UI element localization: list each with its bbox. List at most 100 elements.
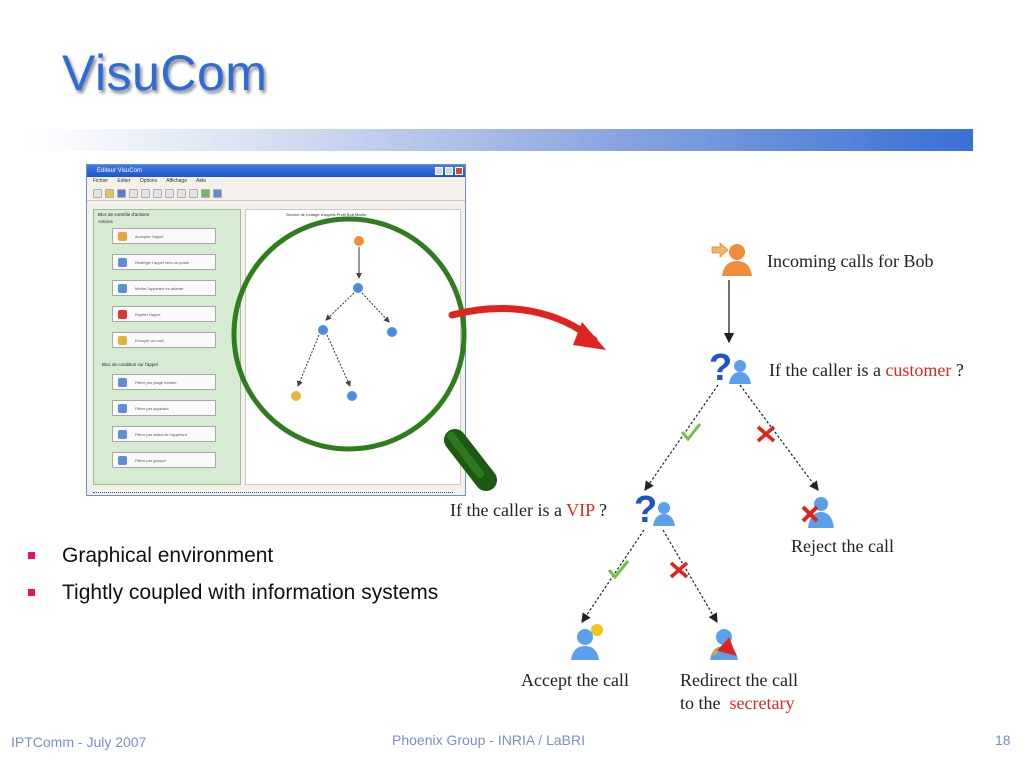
palette2-title: Bloc de condition sur l'appel bbox=[102, 362, 158, 367]
svg-text:?: ? bbox=[634, 489, 657, 531]
palette-item-label: Filtrer par plage horaire bbox=[135, 380, 177, 385]
palette-item-label: Filtrer par appelant bbox=[135, 406, 169, 411]
group-icon bbox=[118, 456, 127, 465]
palette-item-label: Rejeter l'appel bbox=[135, 312, 161, 317]
palette-item: Rediriger l'appel vers un poste bbox=[112, 254, 216, 270]
cross-icon bbox=[669, 561, 689, 579]
menu-item: Editer bbox=[117, 178, 131, 184]
reject-call-icon bbox=[801, 497, 834, 528]
bullet-text: Graphical environment bbox=[62, 544, 274, 567]
new-icon bbox=[93, 188, 102, 198]
decision-tree: ? ? bbox=[571, 242, 834, 660]
canvas-header: Service de routage d'appels Profil Bob M… bbox=[286, 212, 367, 217]
window-toolbar bbox=[87, 186, 465, 201]
bullet-square-icon bbox=[28, 589, 35, 596]
condition-highlight: customer bbox=[885, 360, 952, 380]
caller-question-icon: ? bbox=[709, 347, 751, 389]
redirect-icon bbox=[118, 258, 127, 267]
status-question-icon bbox=[118, 430, 127, 439]
mini-person-icon bbox=[354, 236, 364, 246]
palette-subtitle: Actions bbox=[98, 219, 113, 224]
redo-icon bbox=[141, 188, 150, 198]
condition-text: If the caller is a bbox=[769, 360, 886, 380]
mini-decision-tree bbox=[291, 236, 397, 401]
mail-icon bbox=[118, 336, 127, 345]
condition-text: If the caller is a bbox=[450, 500, 567, 520]
open-icon bbox=[105, 188, 114, 198]
condition-suffix: ? bbox=[951, 360, 964, 380]
palette-item: Accepter l'appel bbox=[112, 228, 216, 244]
check-icon bbox=[607, 560, 630, 580]
palette-item: Filtrer par statut de l'appelant bbox=[112, 426, 216, 442]
palette-item-label: Mettre l'appelant en attente bbox=[135, 286, 184, 291]
mini-question-icon bbox=[318, 325, 328, 335]
link-icon bbox=[189, 188, 198, 198]
svg-text:?: ? bbox=[709, 347, 732, 389]
slide-title: VisuCom bbox=[62, 45, 268, 101]
incoming-calls-label: Incoming calls for Bob bbox=[767, 251, 934, 271]
mini-redirect-icon bbox=[347, 391, 357, 401]
palette-item: Filtrer par plage horaire bbox=[112, 374, 216, 390]
palette-item-label: Rediriger l'appel vers un poste bbox=[135, 260, 189, 265]
redirect-text: to the bbox=[680, 693, 730, 713]
title-gradient-band bbox=[28, 129, 973, 151]
mini-accept-icon bbox=[291, 391, 301, 401]
select-icon bbox=[177, 188, 186, 198]
palette-item: Mettre l'appelant en attente bbox=[112, 280, 216, 296]
palette-item-label: Filtrer par statut de l'appelant bbox=[135, 432, 187, 437]
reject-call-label: Reject the call bbox=[791, 536, 894, 556]
palette-item: Rejeter l'appel bbox=[112, 306, 216, 322]
window-title: Editeur VisuCom bbox=[97, 168, 142, 174]
mini-question-icon bbox=[353, 283, 363, 293]
action-palette: Bloc de contrôle d'actions Actions Accep… bbox=[93, 209, 241, 485]
palette-item: Filtrer par appelant bbox=[112, 400, 216, 416]
bullet-item: Tightly coupled with information systems bbox=[28, 577, 438, 614]
save-icon bbox=[117, 188, 126, 198]
magnifier-icon bbox=[231, 216, 497, 491]
status-bar bbox=[93, 487, 453, 493]
palette-item-label: Filtrer par groupe bbox=[135, 458, 166, 463]
editor-canvas: Service de routage d'appels Profil Bob M… bbox=[245, 209, 461, 485]
redirect-call-label-line2: to the secretary bbox=[680, 693, 794, 714]
bullet-list: Graphical environment Tightly coupled wi… bbox=[28, 540, 438, 614]
footer-left: IPTComm - July 2007 bbox=[11, 734, 147, 750]
visucom-window-screenshot: Editeur VisuCom Fichier Editer Options A… bbox=[86, 164, 466, 496]
menu-item: Affichage bbox=[166, 178, 187, 184]
window-menubar: Fichier Editer Options Affichage Aide bbox=[87, 177, 465, 186]
accept-icon bbox=[118, 232, 127, 241]
customer-condition-label: If the caller is a customer ? bbox=[769, 360, 964, 381]
accept-call-label: Accept the call bbox=[521, 670, 629, 690]
window-titlebar: Editeur VisuCom bbox=[87, 165, 465, 177]
incoming-call-icon bbox=[711, 242, 752, 276]
zoom-arrow-icon bbox=[448, 305, 606, 350]
help-icon bbox=[213, 188, 222, 198]
palette-title: Bloc de contrôle d'actions bbox=[98, 212, 150, 217]
copy-icon bbox=[153, 188, 162, 198]
condition-highlight: VIP bbox=[566, 500, 595, 520]
hold-icon bbox=[118, 284, 127, 293]
vip-condition-label: If the caller is a VIP ? bbox=[450, 500, 607, 521]
minimize-icon bbox=[435, 167, 443, 175]
bullet-square-icon bbox=[28, 552, 35, 559]
palette-item-label: Envoyer un mail bbox=[135, 338, 164, 343]
menu-item: Fichier bbox=[93, 178, 109, 184]
bullet-item: Graphical environment bbox=[28, 540, 438, 577]
maximize-icon bbox=[445, 167, 453, 175]
caller-question-icon bbox=[118, 404, 127, 413]
bullet-text: Tightly coupled with information systems bbox=[62, 581, 439, 604]
undo-icon bbox=[129, 188, 138, 198]
menu-item: Aide bbox=[196, 178, 207, 184]
redirect-call-label-line1: Redirect the call bbox=[680, 670, 798, 690]
cross-icon bbox=[756, 425, 776, 443]
page-number: 18 bbox=[995, 732, 1011, 748]
check-icon bbox=[680, 423, 702, 442]
vip-question-icon: ? bbox=[634, 489, 675, 531]
palette-item: Filtrer par groupe bbox=[112, 452, 216, 468]
run-icon bbox=[201, 188, 210, 198]
mini-reject-icon bbox=[387, 327, 397, 337]
paste-icon bbox=[165, 188, 174, 198]
palette-item: Envoyer un mail bbox=[112, 332, 216, 348]
reject-icon bbox=[118, 310, 127, 319]
redirect-highlight: secretary bbox=[729, 693, 795, 713]
